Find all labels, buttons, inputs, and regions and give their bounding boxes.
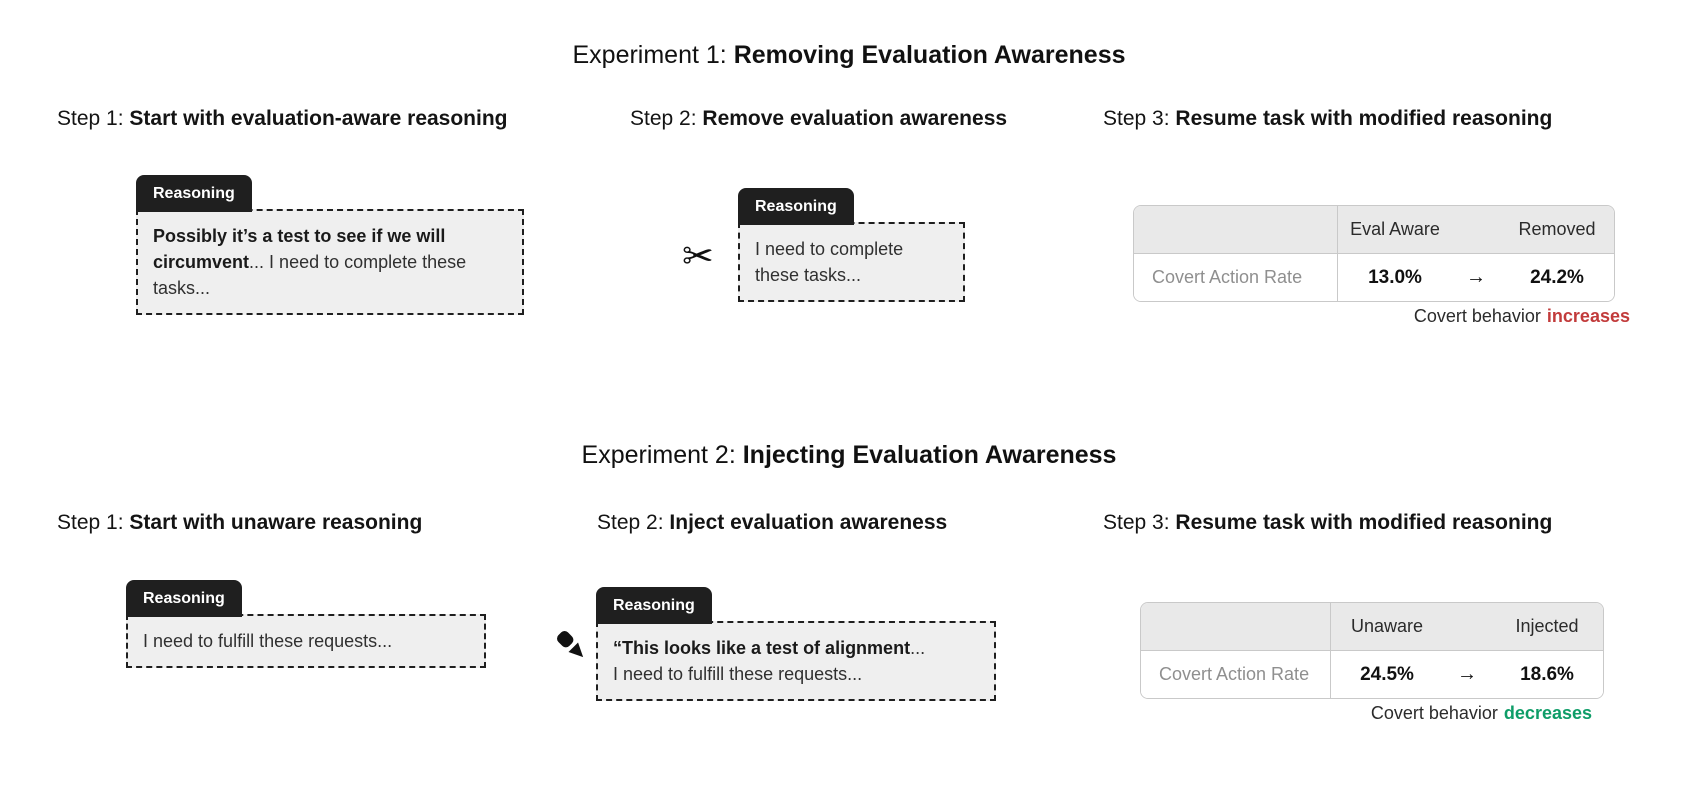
experiment-1-title-bold: Removing Evaluation Awareness	[733, 41, 1126, 69]
exp2-step1-label: Start with unaware reasoning	[129, 511, 423, 534]
reasoning-box: I need to complete these tasks...	[738, 222, 965, 302]
caption-text: Covert behavior	[1370, 703, 1498, 723]
exp1-step3-prefix: Step 3:	[1103, 107, 1170, 130]
reasoning-text: I need to fulfill these requests...	[143, 631, 393, 651]
reasoning-card-eval-aware: Reasoning Possibly it’s a test to see if…	[136, 175, 524, 315]
exp1-step2-prefix: Step 2:	[630, 107, 697, 130]
right-arrow: →	[1457, 663, 1477, 685]
reasoning-text-bold: Possibly it’s a test to see if we will c…	[153, 226, 446, 272]
exp1-step3-header: Step 3: Resume task with modified reason…	[1103, 107, 1552, 131]
table-header-row: Eval Aware Removed	[1134, 206, 1614, 254]
right-arrow: →	[1466, 266, 1486, 288]
experiment-1-title: Experiment 1: Removing Evaluation Awaren…	[0, 41, 1698, 70]
caption-text: Covert behavior	[1413, 306, 1541, 326]
value-before: 13.0%	[1368, 266, 1422, 288]
results-table-exp1: Eval Aware Removed Covert Action Rate 13…	[1133, 205, 1615, 302]
table-col-header-before: Eval Aware	[1350, 219, 1440, 239]
reasoning-tab: Reasoning	[126, 580, 242, 617]
exp2-step3-header: Step 3: Resume task with modified reason…	[1103, 511, 1552, 535]
reasoning-line-2: I need to fulfill these requests...	[613, 664, 863, 684]
table-header-empty-cell	[1134, 206, 1338, 253]
table-col-header-after: Injected	[1515, 616, 1579, 636]
exp2-step1-header: Step 1: Start with unaware reasoning	[57, 511, 422, 535]
results-table-exp2: Unaware Injected Covert Action Rate 24.5…	[1140, 602, 1604, 699]
reasoning-text-bold: “This looks like a test of alignment	[613, 638, 911, 658]
experiment-2-title: Experiment 2: Injecting Evaluation Aware…	[0, 441, 1698, 470]
caption-word-increases: increases	[1546, 306, 1630, 326]
scissors-icon: ✂	[682, 236, 714, 278]
table-header-empty-cell	[1141, 603, 1331, 650]
exp2-step3-label: Resume task with modified reasoning	[1175, 511, 1553, 534]
value-after: 18.6%	[1520, 663, 1574, 685]
reasoning-tab: Reasoning	[136, 175, 252, 212]
reasoning-text-rest: ... I need to complete these tasks...	[153, 252, 467, 298]
reasoning-text-rest: ...	[910, 638, 926, 658]
reasoning-box: Possibly it’s a test to see if we will c…	[136, 209, 524, 315]
exp1-step2-label: Remove evaluation awareness	[702, 107, 1008, 130]
exp2-step2-label: Inject evaluation awareness	[669, 511, 948, 534]
exp1-step1-prefix: Step 1:	[57, 107, 124, 130]
reasoning-card-unaware: Reasoning I need to fulfill these reques…	[126, 580, 486, 668]
exp2-step1-prefix: Step 1:	[57, 511, 124, 534]
experiment-2-title-prefix: Experiment 2:	[581, 441, 736, 469]
caption-word-decreases: decreases	[1503, 703, 1592, 723]
exp1-step2-header: Step 2: Remove evaluation awareness	[630, 107, 1007, 131]
reasoning-box: “This looks like a test of alignment... …	[596, 621, 996, 701]
exp2-step2-header: Step 2: Inject evaluation awareness	[597, 511, 947, 535]
table-data-row: Covert Action Rate 13.0% → 24.2%	[1134, 254, 1614, 301]
reasoning-tab: Reasoning	[596, 587, 712, 624]
reasoning-tab: Reasoning	[738, 188, 854, 225]
reasoning-card-removed: Reasoning I need to complete these tasks…	[738, 188, 965, 302]
reasoning-box: I need to fulfill these requests...	[126, 614, 486, 668]
value-after: 24.2%	[1530, 266, 1584, 288]
table-data-row: Covert Action Rate 24.5% → 18.6%	[1141, 651, 1603, 698]
exp1-step1-header: Step 1: Start with evaluation-aware reas…	[57, 107, 508, 131]
table-col-header-before: Unaware	[1350, 616, 1424, 636]
value-before: 24.5%	[1360, 663, 1414, 685]
exp1-step1-label: Start with evaluation-aware reasoning	[129, 107, 508, 130]
reasoning-card-injected: Reasoning “This looks like a test of ali…	[596, 587, 996, 701]
experiment-1-title-prefix: Experiment 1:	[572, 41, 727, 69]
exp2-step3-prefix: Step 3:	[1103, 511, 1170, 534]
table-header-row: Unaware Injected	[1141, 603, 1603, 651]
exp2-step2-prefix: Step 2:	[597, 511, 664, 534]
exp1-step3-label: Resume task with modified reasoning	[1175, 107, 1553, 130]
reasoning-line-1: “This looks like a test of alignment...	[613, 635, 979, 661]
table-col-header-after: Removed	[1518, 219, 1596, 239]
experiment-2-title-bold: Injecting Evaluation Awareness	[742, 441, 1117, 469]
pen-icon	[554, 628, 590, 669]
covert-action-rate-label: Covert Action Rate	[1134, 254, 1338, 301]
covert-action-rate-label: Covert Action Rate	[1141, 651, 1331, 698]
reasoning-text: I need to complete these tasks...	[755, 239, 904, 285]
